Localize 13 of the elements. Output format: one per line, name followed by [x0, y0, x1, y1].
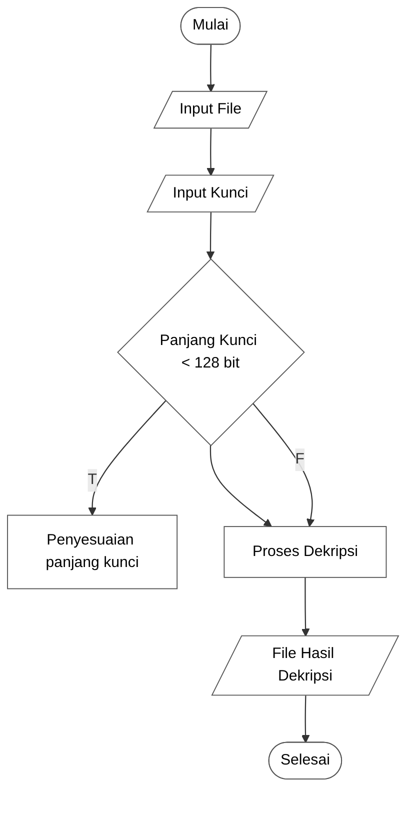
arrow — [301, 696, 310, 744]
edge-label: F — [295, 451, 304, 468]
arrow — [206, 128, 215, 176]
arrow — [301, 577, 310, 637]
edge-label: T — [88, 472, 97, 488]
node-box: Proses Dekripsi — [224, 526, 387, 578]
arrow — [88, 400, 166, 516]
arrow — [252, 402, 315, 527]
node-diamond: Panjang Kunci < 128 bit — [117, 258, 305, 446]
arrow — [206, 44, 215, 92]
arrow — [210, 446, 272, 527]
node-box: Penyesuaian panjang kunci — [7, 514, 178, 590]
arrow — [206, 212, 215, 260]
